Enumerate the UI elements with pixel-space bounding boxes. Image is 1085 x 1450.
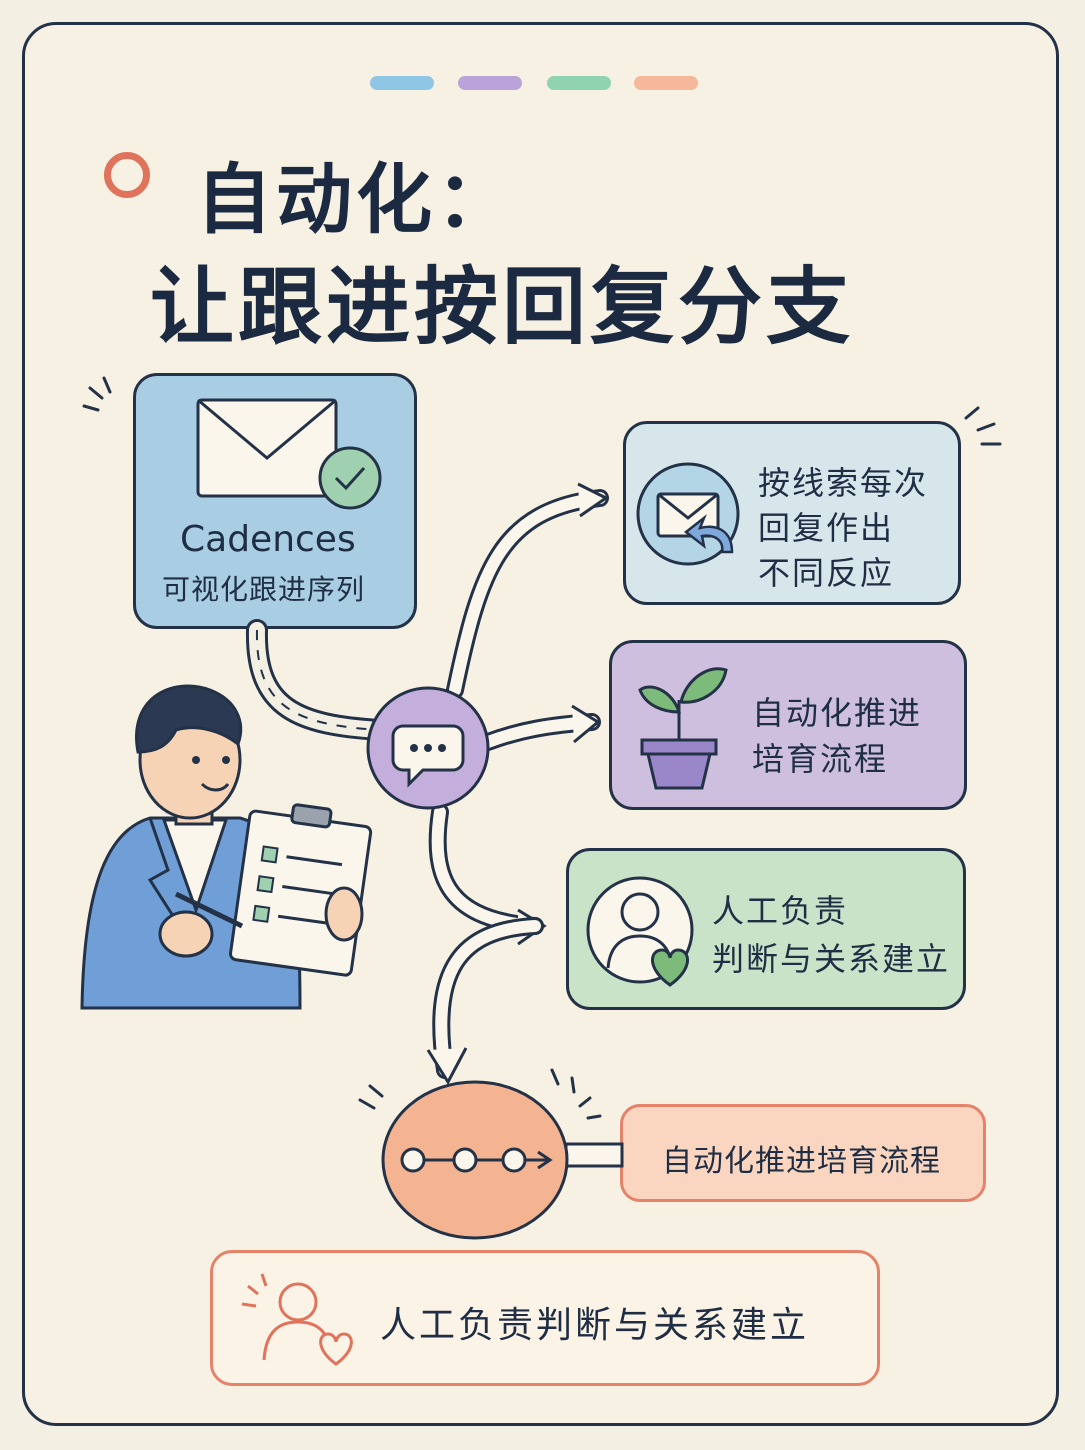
connector-to-nurture-box xyxy=(564,1142,624,1168)
envelope-check-icon xyxy=(196,398,382,510)
sequence-icon xyxy=(381,1080,569,1240)
branch-card-nurture xyxy=(609,640,967,810)
branch-reply-line-2: 回复作出 xyxy=(758,509,895,547)
branch-human-line-1: 人工负责 xyxy=(712,892,849,930)
road-path xyxy=(245,619,391,741)
decor-dash-blue xyxy=(370,76,434,90)
cadences-title: Cadences xyxy=(180,519,356,560)
title-bullet-icon xyxy=(104,152,150,198)
person-heart-outline-icon xyxy=(241,1273,353,1366)
decor-dash-green xyxy=(547,76,611,90)
decor-dash-purple xyxy=(458,76,522,90)
nurture-label-box xyxy=(620,1104,986,1202)
title-line-2: 让跟进按回复分支 xyxy=(150,258,855,356)
hub-chat-icon xyxy=(366,686,490,810)
branch-human-line-2: 判断与关系建立 xyxy=(712,940,951,978)
plant-icon xyxy=(638,667,728,790)
branch-nurture-line-2: 培育流程 xyxy=(752,740,889,778)
email-reply-icon xyxy=(636,462,740,566)
person-heart-icon xyxy=(586,876,694,987)
spark-lines-icon xyxy=(82,376,1002,1120)
nurture-label: 自动化推进培育流程 xyxy=(662,1144,941,1179)
human-summary-box xyxy=(210,1250,880,1386)
branch-arrows xyxy=(426,482,624,1168)
arrow-to-reply-branch xyxy=(446,482,609,699)
branch-reply-line-1: 按线索每次 xyxy=(758,464,929,502)
person-with-clipboard-illustration xyxy=(80,684,373,1010)
arrow-to-nurture-branch xyxy=(479,704,601,751)
cadences-subtitle: 可视化跟进序列 xyxy=(162,573,366,606)
arrow-to-sequence xyxy=(426,917,544,1086)
decor-dash-peach xyxy=(634,76,698,90)
title-line-1: 自动化： xyxy=(196,155,516,244)
branch-nurture-line-1: 自动化推进 xyxy=(752,694,923,732)
branch-reply-line-3: 不同反应 xyxy=(758,554,895,592)
human-summary-label: 人工负责判断与关系建立 xyxy=(380,1305,810,1346)
